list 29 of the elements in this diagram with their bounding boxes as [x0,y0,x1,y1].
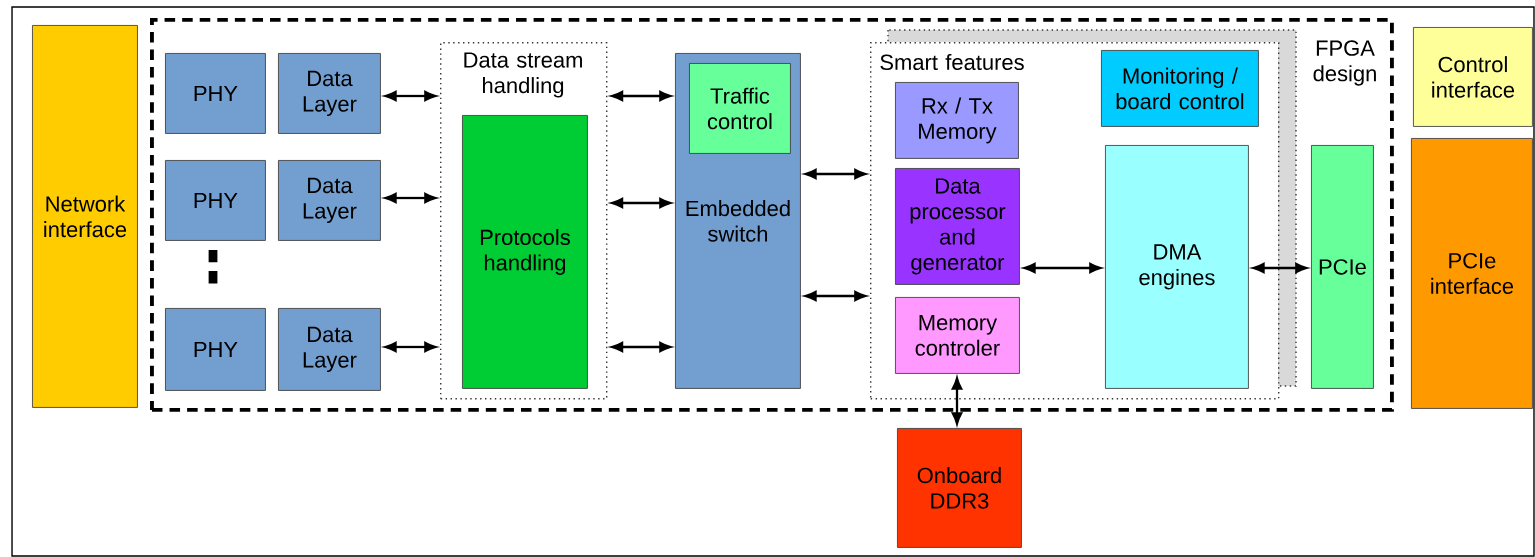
block-box: Data Layer [278,53,381,134]
block-box: PHY [165,308,266,391]
block-box: PHY [165,53,266,134]
block-box: Protocols handling [462,115,588,389]
interface-box: PCIe interface [1411,138,1533,409]
arrow [1023,262,1102,274]
arrow [384,341,437,353]
block-box: Data Layer [278,308,381,391]
block-box: PCIe [1311,145,1374,389]
block-box: DMA engines [1105,145,1249,389]
arrow [951,377,963,425]
arrow [384,90,437,102]
block-box: Data processor and generator [895,168,1020,285]
interface-box: Network interface [32,25,138,408]
arrow [1252,262,1308,274]
arrow [804,168,867,180]
block-box: Data Layer [278,160,381,241]
block-box: Monitoring / board control [1101,50,1259,127]
arrow [804,290,867,302]
block-box: Traffic control [689,63,791,154]
arrow [610,90,672,102]
block-box: PHY [165,160,266,241]
arrow [610,197,672,209]
arrow [610,341,672,353]
arrow [384,192,437,204]
memory-box: Onboard DDR3 [897,428,1022,548]
block-box: Memory controler [895,297,1020,374]
interface-box: Control interface [1413,27,1533,127]
block-box: Rx / Tx Memory [895,82,1019,159]
